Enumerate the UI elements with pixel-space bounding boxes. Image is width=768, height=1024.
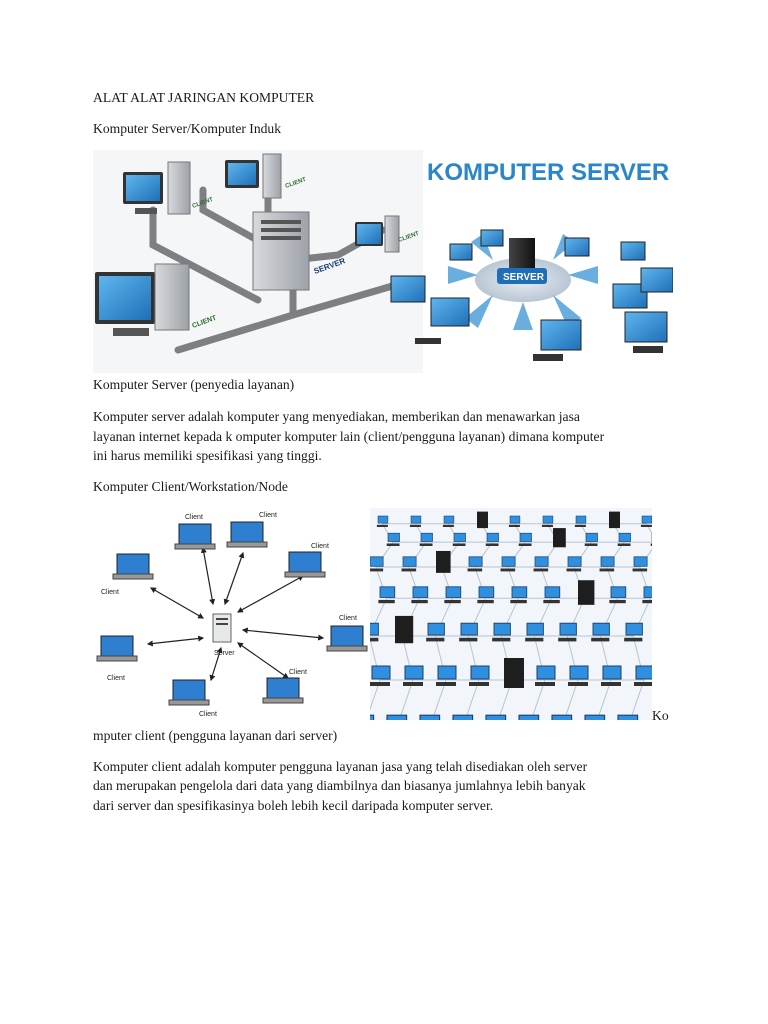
server-network-figure: CLIENT CLIENT CLIENT SERVER CLIENT KOMPU… — [93, 150, 673, 373]
client-monitor-node — [442, 515, 455, 527]
client-label: Client — [311, 543, 329, 550]
client-label: Client — [199, 711, 217, 718]
section2-paragraph-line-2: dan merupakan pengelola dari data yang d… — [93, 778, 586, 793]
hub-server-label: SERVER — [503, 272, 545, 283]
client-label: Client — [101, 589, 119, 596]
client-monitor-node — [632, 556, 648, 572]
section2-paragraph-line-3: dari server dan spesifikasinya boleh leb… — [93, 798, 494, 813]
section1-paragraph-line-3: ini harus memiliki spesifikasi yang ting… — [93, 448, 322, 463]
client-monitor-node — [568, 665, 589, 686]
client-monitor-node — [386, 714, 408, 720]
client-monitor-node — [584, 532, 598, 546]
client-monitor-node — [386, 532, 400, 546]
client-monitor-node — [640, 515, 652, 527]
client-monitor-node — [419, 714, 441, 720]
client-monitor-node — [452, 714, 474, 720]
client-monitor-node — [525, 622, 544, 642]
client-monitor-node — [378, 586, 396, 604]
client-monitor-node — [543, 586, 561, 604]
client-monitor-node — [535, 665, 556, 686]
section2-paragraph-line-1: Komputer client adalah komputer pengguna… — [93, 759, 588, 774]
server-tower-node — [477, 511, 488, 529]
client-monitor-node — [419, 532, 433, 546]
client-monitor-node — [459, 622, 478, 642]
client-monitor-node — [492, 622, 511, 642]
section1-paragraph-line-1: Komputer server adalah komputer yang men… — [93, 409, 580, 424]
client-monitor-node — [467, 556, 483, 572]
client-monitor-node — [650, 532, 652, 546]
client-monitor-node — [518, 532, 532, 546]
client-monitor-node — [426, 622, 445, 642]
client-monitor-node — [401, 556, 417, 572]
client-monitor-node — [370, 714, 375, 720]
client-monitor-node — [403, 665, 424, 686]
client-monitor-node — [541, 515, 554, 527]
client-monitor-node — [551, 714, 573, 720]
client-monitor-node — [469, 665, 490, 686]
section2-caption: mputer client (pengguna layanan dari ser… — [93, 728, 338, 743]
client-monitor-node — [609, 586, 627, 604]
star-topology-figure: Server Client Client Client Client Clien… — [93, 508, 369, 720]
server-tower-node — [553, 528, 566, 548]
server-tower-node — [395, 615, 414, 644]
client-monitor-node — [370, 622, 379, 642]
section2-caption-tail: Ko — [652, 708, 669, 723]
client-monitor-node — [411, 586, 429, 604]
client-monitor-node — [624, 622, 643, 642]
mesh-network-figure — [370, 508, 652, 720]
server-tower-node — [609, 511, 620, 529]
komputer-server-banner: KOMPUTER SERVER — [427, 159, 669, 186]
client-label: Client — [289, 669, 307, 676]
client-monitor-node — [634, 665, 652, 686]
client-monitor-node — [436, 665, 457, 686]
section1-paragraph-line-2: layanan internet kepada k omputer komput… — [93, 429, 605, 444]
server-tower-node — [504, 658, 524, 688]
client-monitor-node — [617, 714, 639, 720]
server-tower-node — [578, 580, 595, 605]
client-monitor-node — [510, 586, 528, 604]
right-network-illustration: SERVER — [390, 229, 673, 361]
client-monitor-node — [485, 532, 499, 546]
client-monitor-node — [584, 714, 606, 720]
client-monitor-node — [376, 515, 389, 527]
client-monitor-node — [601, 665, 622, 686]
client-monitor-node — [518, 714, 540, 720]
client-monitor-node — [591, 622, 610, 642]
section1-heading: Komputer Server/Komputer Induk — [93, 121, 282, 136]
client-monitor-node — [566, 556, 582, 572]
client-label: Client — [185, 514, 203, 521]
client-monitor-node — [617, 532, 631, 546]
client-monitor-node — [558, 622, 577, 642]
client-monitor-node — [599, 556, 615, 572]
client-monitor-node — [477, 586, 495, 604]
client-label: Client — [107, 675, 125, 682]
server-tower-node — [436, 550, 451, 573]
client-monitor-node — [409, 515, 422, 527]
document-title: ALAT ALAT JARINGAN KOMPUTER — [93, 90, 315, 105]
client-monitor-node — [370, 665, 391, 686]
section1-caption: Komputer Server (penyedia layanan) — [93, 377, 295, 392]
laptop-icons — [96, 521, 368, 706]
client-monitor-node — [574, 515, 587, 527]
client-monitor-node — [444, 586, 462, 604]
client-monitor-node — [485, 714, 507, 720]
client-label: Client — [259, 512, 277, 519]
client-label: Client — [339, 615, 357, 622]
client-monitor-node — [642, 586, 652, 604]
client-monitor-node — [500, 556, 516, 572]
client-monitor-node — [533, 556, 549, 572]
server-label: Server — [214, 650, 235, 657]
section2-heading: Komputer Client/Workstation/Node — [93, 479, 288, 494]
client-monitor-node — [370, 556, 384, 572]
client-monitor-node — [508, 515, 521, 527]
client-monitor-node — [452, 532, 466, 546]
